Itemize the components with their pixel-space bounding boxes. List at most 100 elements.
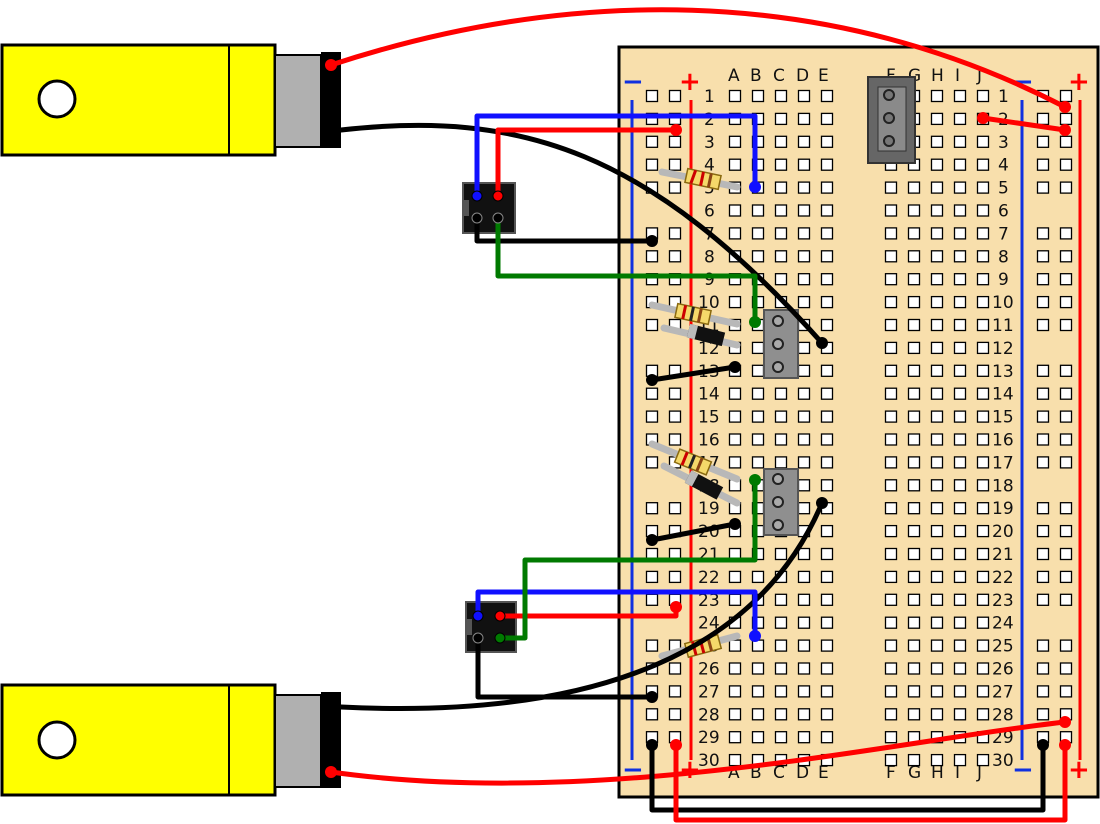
row-number-left: 1 [704,87,715,107]
breadboard-hole [884,753,898,767]
breadboard-hole [797,456,811,469]
rail-hole [1059,593,1073,606]
wire-black-jumper-14 [649,364,738,383]
col-label-c: C [773,66,785,86]
breadboard-hole [953,387,967,400]
breadboard-hole [976,227,990,240]
breadboard-hole [797,204,811,217]
transistor-icon [465,601,517,653]
col-label-j: J [976,66,982,86]
pin-dot-blue [472,610,484,622]
pin-dot-black [471,212,483,224]
breadboard-hole [751,341,765,355]
rail-hole [1036,181,1050,194]
rail-hole [1036,250,1050,263]
breadboard-hole [907,570,921,584]
rail-hole [1036,433,1050,446]
rail-hole [668,89,682,103]
rail-hole [1059,502,1073,515]
breadboard-hole [976,295,990,309]
rail-hole [1036,364,1050,377]
breadboard-hole [774,204,788,217]
breadboard-hole [728,112,742,126]
diode-upper [660,323,741,349]
row-number-right: 6 [998,202,1009,222]
row-number-left: 8 [704,247,715,267]
rail-hole [645,112,659,126]
resistor-band [696,308,703,323]
breadboard-hole [797,547,811,561]
endpoint-black [816,497,828,509]
breadboard-hole [820,639,834,652]
resistor-band [695,457,704,472]
rail-hole [1059,227,1073,240]
regulator-lower [763,468,799,536]
breadboard-hole [820,318,834,332]
rail-hole [1036,135,1050,148]
rail-hole [668,250,682,263]
rail-hole [1036,570,1050,584]
breadboard-hole [953,433,967,446]
breadboard-hole [884,524,898,538]
breadboard-hole [930,341,944,355]
motor-bottom [0,683,341,797]
breadboard-hole [797,387,811,400]
breadboard-hole [820,158,834,171]
breadboard-hole [976,364,990,377]
rail-hole [1059,318,1073,332]
rail-hole [1036,318,1050,332]
breadboard-hole [907,410,921,423]
row-number-right: 28 [992,705,1014,725]
rail-hole [1036,685,1050,698]
wire-blue-bottom [475,589,758,639]
col-label-b-bottom: B [750,763,762,783]
regulator-upper-pin-1 [772,315,784,327]
breadboard-hole [797,273,811,286]
breadboard-hole [976,708,990,721]
breadboard-hole [930,181,944,194]
row-number-right: 13 [992,362,1014,382]
breadboard-hole [728,135,742,148]
breadboard-hole [751,662,765,675]
rail-hole [1036,273,1050,286]
breadboard-hole [820,570,834,584]
breadboard-hole [953,410,967,423]
breadboard-hole [907,250,921,263]
left-plus-sign-top: + [679,67,701,97]
breadboard-hole [907,273,921,286]
breadboard-hole [751,731,765,744]
breadboard-hole [976,685,990,698]
col-label-g-bottom: G [908,763,921,783]
breadboard-hole [774,273,788,286]
breadboard-hole [820,685,834,698]
endpoint-black [1037,739,1049,751]
breadboard-hole [797,616,811,629]
breadboard-hole [797,708,811,721]
col-label-i-bottom: I [955,763,960,783]
endpoint-red [670,601,682,613]
breadboard-hole [884,204,898,217]
breadboard-hole [953,547,967,561]
rail-hole [1059,547,1073,561]
breadboard-hole [820,662,834,675]
breadboard-hole [930,456,944,469]
row-number-left: 14 [698,385,720,405]
transistor-icon [462,182,516,234]
breadboard-hole [820,295,834,309]
breadboard-hole [930,295,944,309]
rail-hole [1059,364,1073,377]
sensor-module-top [462,182,516,234]
breadboard-hole [884,364,898,377]
breadboard-hole [728,456,742,469]
row-number-right: 7 [998,224,1009,244]
breadboard-hole [884,570,898,584]
breadboard-hole [884,273,898,286]
breadboard-hole [953,250,967,263]
breadboard-hole [751,433,765,446]
resistor-band [689,306,695,321]
rail-hole [668,227,682,240]
wire-black-top [474,215,655,244]
breadboard-hole [976,387,990,400]
breadboard-hole [728,639,742,652]
breadboard-hole [774,112,788,126]
